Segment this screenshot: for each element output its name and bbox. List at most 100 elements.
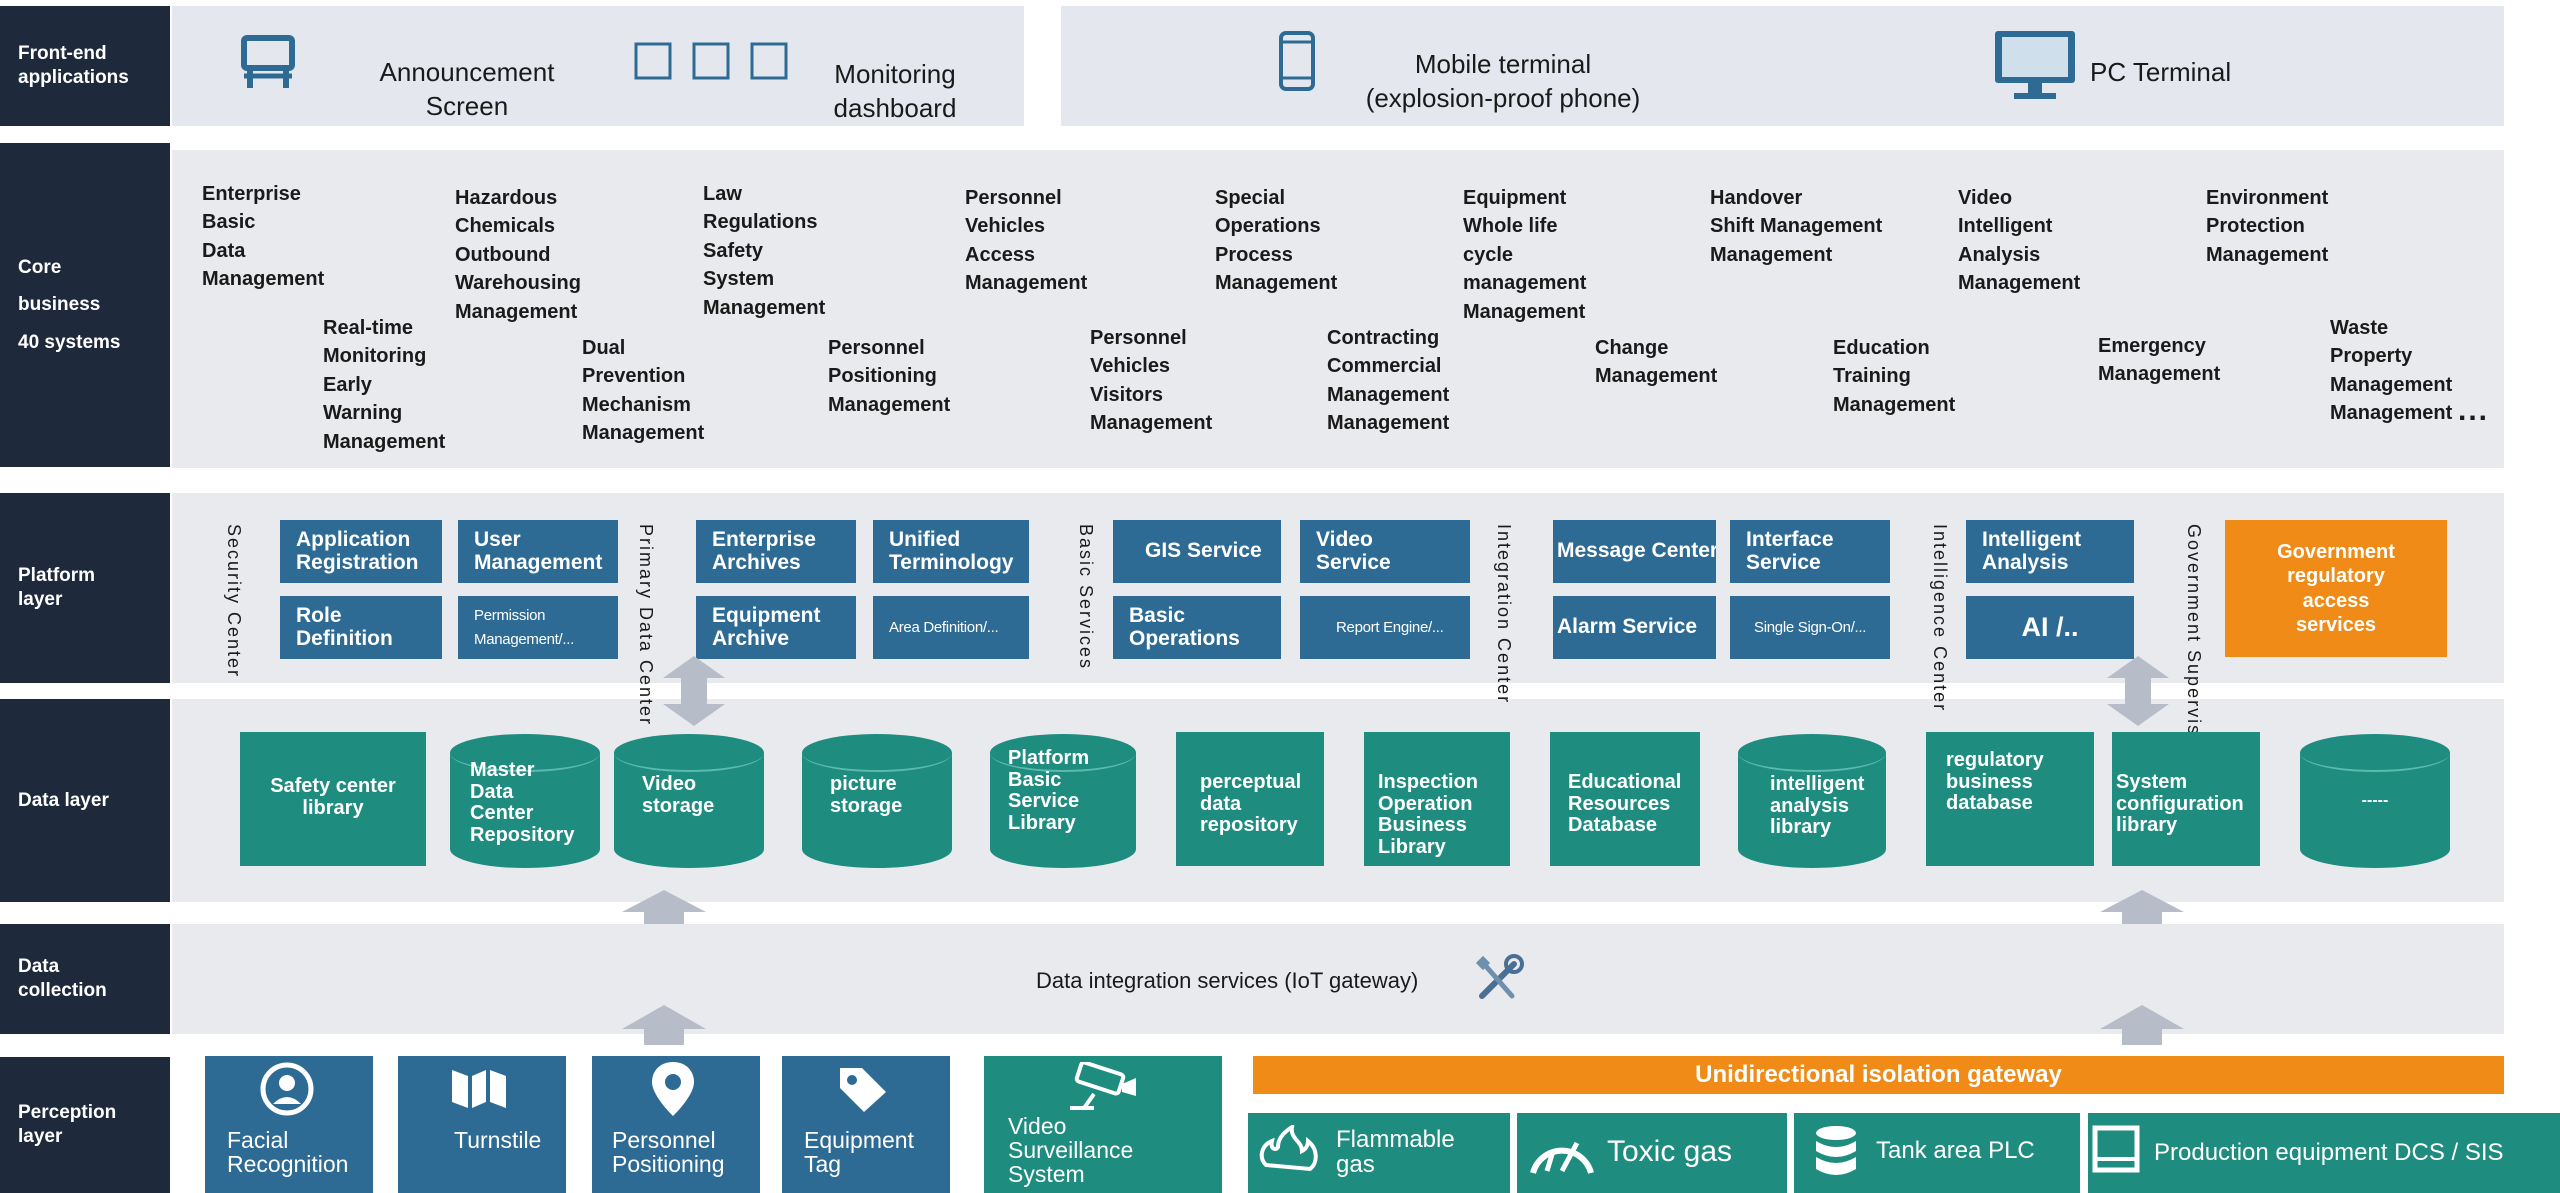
layer-label-core: Core business 40 systems [0, 143, 170, 467]
platform-basic-service-library-label: Platform Basic Service Library [1008, 747, 1090, 834]
announcement-screen-label: Announcement Screen [379, 57, 555, 121]
production-equipment-box: Production equipment DCS / SIS [2088, 1113, 2560, 1193]
perceptual-data-repository: perceptual data repository [1176, 732, 1324, 866]
inspection-operation-business-library-label: Inspection Operation Business Library [1378, 771, 1479, 858]
perception-to-collection-arrow-right [2100, 1005, 2184, 1045]
toxic-gas-box: Toxic gas [1517, 1113, 1787, 1193]
role-definition-box: Role Definition [280, 596, 442, 659]
core-item-education-training: Education Training Management [1833, 337, 1956, 416]
gauge-icon [1530, 1141, 1594, 1174]
equipment-tag-label: Equipment Tag [804, 1127, 914, 1178]
message-center-box: Message Center [1553, 520, 1716, 583]
pc-terminal-label: PC Terminal [2090, 57, 2232, 87]
layer-label-platform: Platform layer [0, 493, 170, 683]
video-storage: Video storage [614, 734, 764, 868]
personnel-positioning-label: Personnel Positioning [612, 1127, 725, 1178]
core-item-dual-prevention: Dual Prevention Mechanism Management [582, 337, 705, 445]
perceptual-data-repository-label: perceptual data repository [1200, 771, 1302, 837]
application-registration-box: Application Registration [280, 520, 442, 583]
single-sign-on-box: Single Sign-On/... [1730, 596, 1890, 659]
intelligent-analysis-box: Intelligent Analysis [1966, 520, 2134, 583]
platform-data-double-arrow-right [2107, 656, 2169, 726]
intelligent-analysis-library: intelligent analysis library [1738, 734, 1886, 868]
inspection-operation-business-library: Inspection Operation Business Library [1364, 732, 1510, 866]
safety-center-library-label: Safety center library [270, 775, 396, 819]
ai-box: AI /.. [1966, 596, 2134, 659]
government-supervision-label: Government Supervision [2183, 524, 2204, 767]
mobile-terminal-label: Mobile terminal (explosion-proof phone) [1365, 49, 1641, 113]
location-pin-icon [652, 1062, 694, 1116]
cylinder-top [2300, 734, 2450, 772]
core-band [172, 150, 2504, 468]
monitoring-dashboard-label: Monitoring dashboard [833, 59, 957, 123]
core-item-enterprise-basic-data: Enterprise Basic Data Management [202, 183, 325, 291]
layer-label-data: Data layer [0, 699, 170, 902]
regulatory-business-database-label: regulatory business database [1946, 749, 2044, 815]
core-item-personnel-positioning: Personnel Positioning Management [828, 337, 951, 416]
monitoring-dashboard-icon [634, 42, 788, 80]
platform-data-double-arrow-left [663, 656, 725, 726]
turnstile-box: Turnstile [398, 1056, 566, 1193]
system-configuration-library-label: System configuration library [2116, 771, 2244, 837]
core-item-waste-property: Waste Property Management Management [2330, 317, 2453, 425]
toxic-gas-label: Toxic gas [1607, 1135, 1733, 1168]
permission-management-box: Permission Management/... [458, 596, 618, 659]
platform-basic-service-library: Platform Basic Service Library [990, 734, 1136, 868]
collection-to-data-arrow-left [622, 890, 706, 924]
intelligent-analysis-library-label: intelligent analysis library [1770, 773, 1865, 839]
layer-label-collection: Data collection [0, 924, 170, 1034]
camera-icon [1070, 1062, 1136, 1110]
tag-icon [840, 1068, 886, 1112]
interface-service-box: Interface Service [1730, 520, 1890, 583]
video-storage-label: Video storage [642, 773, 715, 817]
core-item-special-operations: Special Operations Process Management [1215, 187, 1338, 295]
flammable-gas-label: Flammable gas [1336, 1126, 1455, 1179]
core-item-personnel-vehicles-access: Personnel Vehicles Access Management [965, 187, 1088, 295]
pc-terminal-icon [1995, 31, 2075, 99]
basic-services-label: Basic Services [1075, 524, 1096, 671]
integration-center-label: Integration Center [1493, 524, 1514, 705]
picture-storage-label: picture storage [830, 773, 903, 817]
layer-label-front-end: Front-end applications [0, 6, 170, 126]
collection-band [172, 924, 2504, 1034]
core-item-video-intelligent-analysis: Video Intelligent Analysis Management [1958, 187, 2081, 295]
collection-to-data-arrow-right [2100, 890, 2184, 924]
turnstile-icon [452, 1070, 506, 1108]
government-regulatory-access-box: Government regulatory access services [2225, 520, 2447, 657]
mobile-terminal-icon [1279, 31, 1315, 91]
front-end-band-left [172, 6, 1024, 126]
facial-recognition-label: Facial Recognition [227, 1127, 349, 1178]
unidirectional-isolation-gateway: Unidirectional isolation gateway [1253, 1056, 2504, 1094]
core-item-change-management: Change Management [1595, 337, 1718, 388]
core-item-realtime-monitoring: Real-time Monitoring Early Warning Manag… [323, 317, 446, 453]
educational-resources-database: Educational Resources Database [1550, 732, 1700, 866]
core-item-hazardous-chemicals: Hazardous Chemicals Outbound Warehousing… [455, 187, 581, 323]
facial-recognition-box: Facial Recognition [205, 1056, 373, 1193]
core-item-handover-shift: Handover Shift Management Management [1710, 187, 1883, 266]
production-equipment-label: Production equipment DCS / SIS [2154, 1139, 2504, 1166]
monitor-square-icon [2092, 1125, 2140, 1173]
gis-service-box: GIS Service [1113, 520, 1281, 583]
flammable-gas-box: Flammable gas [1248, 1113, 1510, 1193]
announcement-screen-icon [241, 35, 295, 88]
report-engine-box: Report Engine/... [1300, 596, 1470, 659]
personnel-positioning-box: Personnel Positioning [592, 1056, 760, 1193]
primary-data-center-label: Primary Data Center [635, 524, 656, 727]
data-integration-services-label: Data integration services (IoT gateway) [1036, 968, 1419, 993]
basic-operations-box: Basic Operations [1113, 596, 1281, 659]
tools-icon [1475, 954, 1524, 999]
cylinder-top [1738, 734, 1886, 772]
security-center-label: Security Center [223, 524, 244, 679]
core-item-environment-protection: Environment Protection Management [2206, 187, 2329, 266]
database-icon [1816, 1126, 1856, 1175]
alarm-service-box: Alarm Service [1553, 596, 1716, 659]
regulatory-business-database: regulatory business database [1926, 732, 2094, 866]
enterprise-archives-box: Enterprise Archives [696, 520, 856, 583]
core-item-visitors: Personnel Vehicles Visitors Management [1090, 327, 1213, 435]
video-service-box: Video Service [1300, 520, 1470, 583]
cylinder-top [450, 734, 600, 772]
safety-center-library: Safety center library [240, 732, 426, 866]
system-configuration-library: System configuration library [2112, 732, 2260, 866]
cylinder-top [614, 734, 764, 772]
cylinder-top [990, 734, 1136, 772]
